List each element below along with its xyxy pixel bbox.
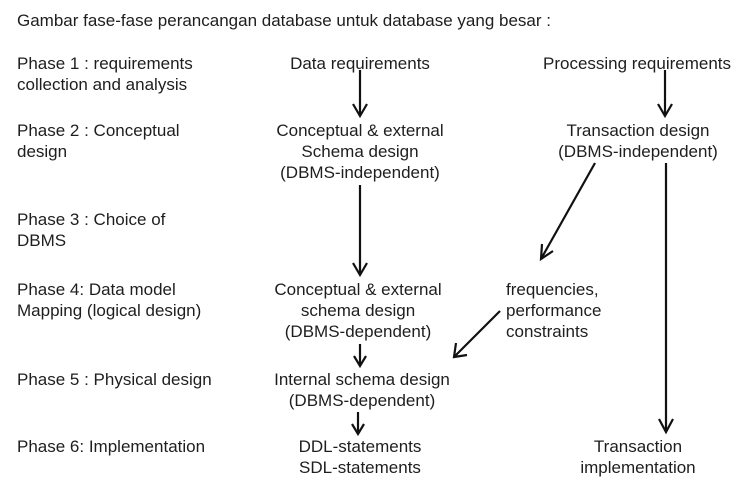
arrow-transaction-to-implementation bbox=[658, 163, 674, 435]
node-line: Internal schema design bbox=[274, 370, 450, 389]
arrow-processing-req-to-transaction bbox=[657, 70, 673, 119]
node-line: implementation bbox=[580, 458, 696, 477]
phase-1-label: Phase 1 : requirements collection and an… bbox=[17, 53, 193, 95]
phase-4-line-2: Mapping (logical design) bbox=[17, 301, 202, 320]
arrow-data-req-to-conceptual bbox=[352, 70, 368, 119]
arrow-transaction-to-frequencies bbox=[539, 162, 596, 262]
node-line: (DBMS-dependent) bbox=[284, 322, 432, 341]
node-line: SDL-statements bbox=[299, 458, 421, 477]
node-line: Conceptual & external bbox=[276, 121, 444, 140]
node-line: frequencies, bbox=[506, 280, 599, 299]
node-line: (DBMS-dependent) bbox=[288, 391, 436, 410]
statements-node: DDL-statements SDL-statements bbox=[299, 436, 422, 478]
phase-1-line-1: Phase 1 : requirements bbox=[17, 54, 193, 73]
conceptual-dependent-node: Conceptual & external schema design (DBM… bbox=[274, 279, 441, 342]
data-requirements-node: Data requirements bbox=[290, 54, 430, 73]
node-line: Schema design bbox=[301, 142, 419, 161]
diagram-title: Gambar fase-fase perancangan database un… bbox=[17, 11, 551, 30]
frequencies-node: frequencies, performance constraints bbox=[506, 279, 601, 342]
arrow-conceptual-dep-to-internal bbox=[353, 344, 367, 369]
phase-1-line-2: collection and analysis bbox=[17, 75, 188, 94]
phase-5-label: Phase 5 : Physical design bbox=[17, 369, 212, 390]
arrow-conceptual-indep-to-dep bbox=[352, 185, 368, 278]
phase-6-line-1: Phase 6: Implementation bbox=[17, 437, 206, 456]
conceptual-independent-node: Conceptual & external Schema design (DBM… bbox=[276, 120, 443, 183]
phase-2-line-2: design bbox=[17, 142, 68, 161]
node-line: schema design bbox=[300, 301, 416, 320]
phase-3-label: Phase 3 : Choice of DBMS bbox=[17, 209, 165, 251]
node-line: constraints bbox=[506, 322, 589, 341]
phase-4-line-1: Phase 4: Data model bbox=[17, 280, 176, 299]
node-line: (DBMS-independent) bbox=[558, 142, 718, 161]
internal-schema-node: Internal schema design (DBMS-dependent) bbox=[274, 369, 450, 411]
processing-requirements-node: Processing requirements bbox=[542, 54, 732, 73]
node-line: Transaction bbox=[593, 437, 683, 456]
transaction-design-node: Transaction design (DBMS-independent) bbox=[558, 120, 718, 162]
phase-3-line-1: Phase 3 : Choice of bbox=[17, 210, 166, 229]
transaction-implementation-node: Transaction implementation bbox=[580, 436, 695, 478]
phase-5-line-1: Phase 5 : Physical design bbox=[17, 370, 212, 389]
phase-6-label: Phase 6: Implementation bbox=[17, 436, 205, 457]
node-line: Conceptual & external bbox=[274, 280, 442, 299]
phase-3-line-2: DBMS bbox=[17, 231, 67, 250]
node-line: (DBMS-independent) bbox=[280, 163, 440, 182]
node-line: performance bbox=[506, 301, 602, 320]
phase-2-label: Phase 2 : Conceptual design bbox=[17, 120, 180, 162]
node-line: DDL-statements bbox=[298, 437, 422, 456]
phase-4-label: Phase 4: Data model Mapping (logical des… bbox=[17, 279, 201, 321]
node-line: Transaction design bbox=[566, 121, 710, 140]
arrow-frequencies-to-internal bbox=[452, 310, 501, 359]
phase-2-line-1: Phase 2 : Conceptual bbox=[17, 121, 180, 140]
arrow-internal-to-statements bbox=[351, 412, 365, 437]
